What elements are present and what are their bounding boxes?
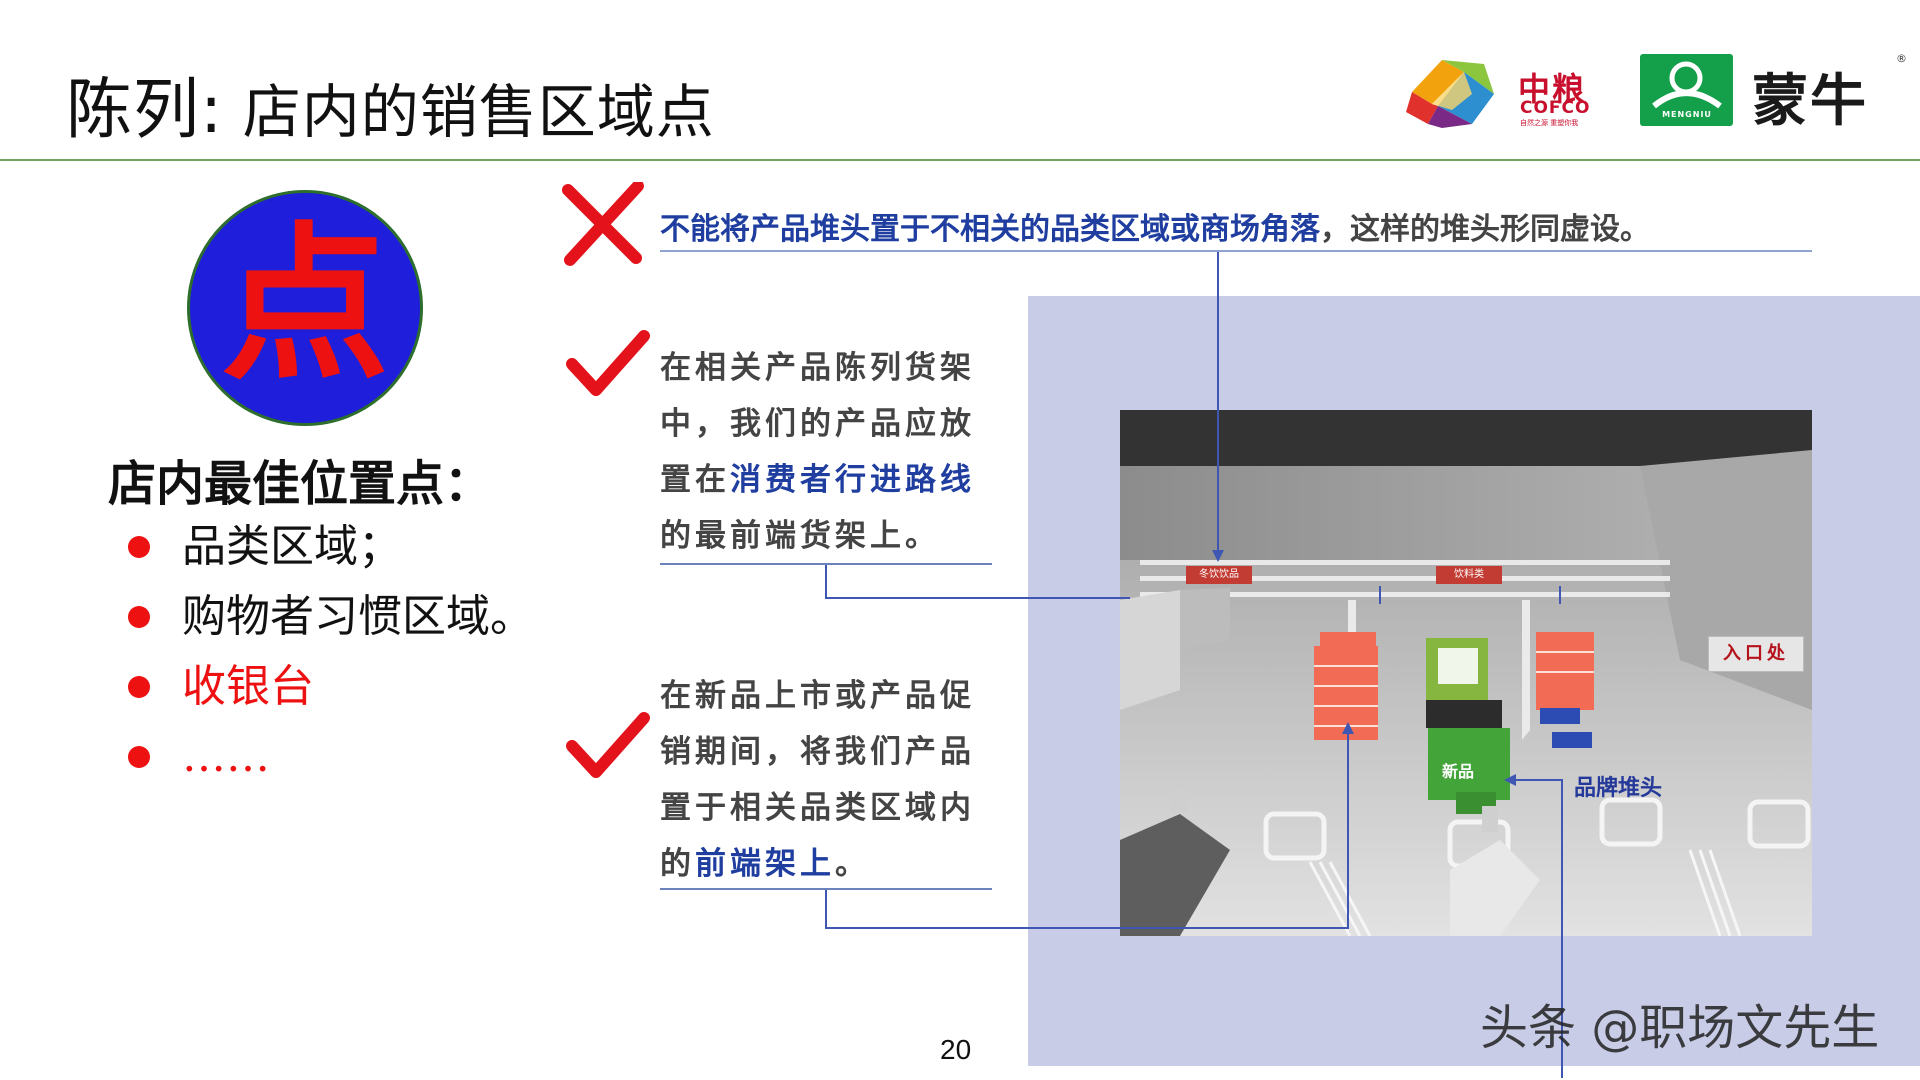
title-main: 陈列 xyxy=(66,71,200,148)
correct-check-icon xyxy=(566,330,650,396)
header-divider xyxy=(0,159,1920,161)
entrance-label: 入口处 xyxy=(1708,636,1804,672)
correct-check-icon xyxy=(566,712,650,778)
cofco-name-en: COFCO xyxy=(1520,98,1591,118)
list-item: 收银台 xyxy=(124,652,534,722)
title-separator: : xyxy=(200,71,224,148)
aisle-sign-right: 饮料类 xyxy=(1436,566,1502,584)
list-item: …… xyxy=(124,722,534,792)
registered-mark: ® xyxy=(1896,52,1907,65)
wrong-cross-icon xyxy=(562,182,644,266)
bullet-dot-icon xyxy=(128,606,150,628)
mengniu-name-en: MENGNIU xyxy=(1662,110,1712,119)
slide-title: 陈列: 店内的销售区域点 xyxy=(66,56,715,152)
brand-pile-label: 品牌堆头 xyxy=(1574,776,1663,801)
caption-underline xyxy=(660,250,1812,252)
cofco-name-cn: 中粮 xyxy=(1518,70,1587,108)
title-sub: 店内的销售区域点 xyxy=(242,78,715,146)
store-illustration xyxy=(1120,410,1812,936)
bullet-dot-icon xyxy=(128,746,150,768)
product-pack-label: 新品 xyxy=(1442,762,1475,781)
wrong-placement-caption: 不能将产品堆头置于不相关的品类区域或商场角落，这样的堆头形同虚设。 xyxy=(660,212,1650,247)
badge-character: 点 xyxy=(221,205,389,403)
tip-underline xyxy=(660,888,992,890)
list-item: 购物者习惯区域。 xyxy=(124,582,534,652)
source-watermark: 头条 @职场文先生 xyxy=(1480,1000,1880,1056)
cofco-logo-icon xyxy=(1406,60,1494,128)
mengniu-name-cn: 蒙牛 xyxy=(1752,69,1868,134)
cofco-tagline: 自然之源 重塑你我 xyxy=(1520,119,1579,127)
page-number: 20 xyxy=(940,1034,972,1065)
list-item: 品类区域； xyxy=(124,512,534,582)
bullet-dot-icon xyxy=(128,676,150,698)
bullet-list: 品类区域； 购物者习惯区域。 收银台 …… xyxy=(124,512,534,792)
best-position-heading: 店内最佳位置点： xyxy=(108,456,493,512)
badge-circle xyxy=(187,190,423,426)
tip-shelf-placement: 在相关产品陈列货架中，我们的产品应放置在消费者行进路线的最前端货架上。 xyxy=(660,350,975,554)
tip-underline xyxy=(660,563,992,565)
mengniu-logo-icon xyxy=(1640,54,1733,126)
tip-promotion-placement: 在新品上市或产品促销期间，将我们产品置于相关品类区域内的前端架上。 xyxy=(660,678,975,882)
bullet-dot-icon xyxy=(128,536,150,558)
aisle-sign-left: 冬饮饮品 xyxy=(1186,566,1252,584)
